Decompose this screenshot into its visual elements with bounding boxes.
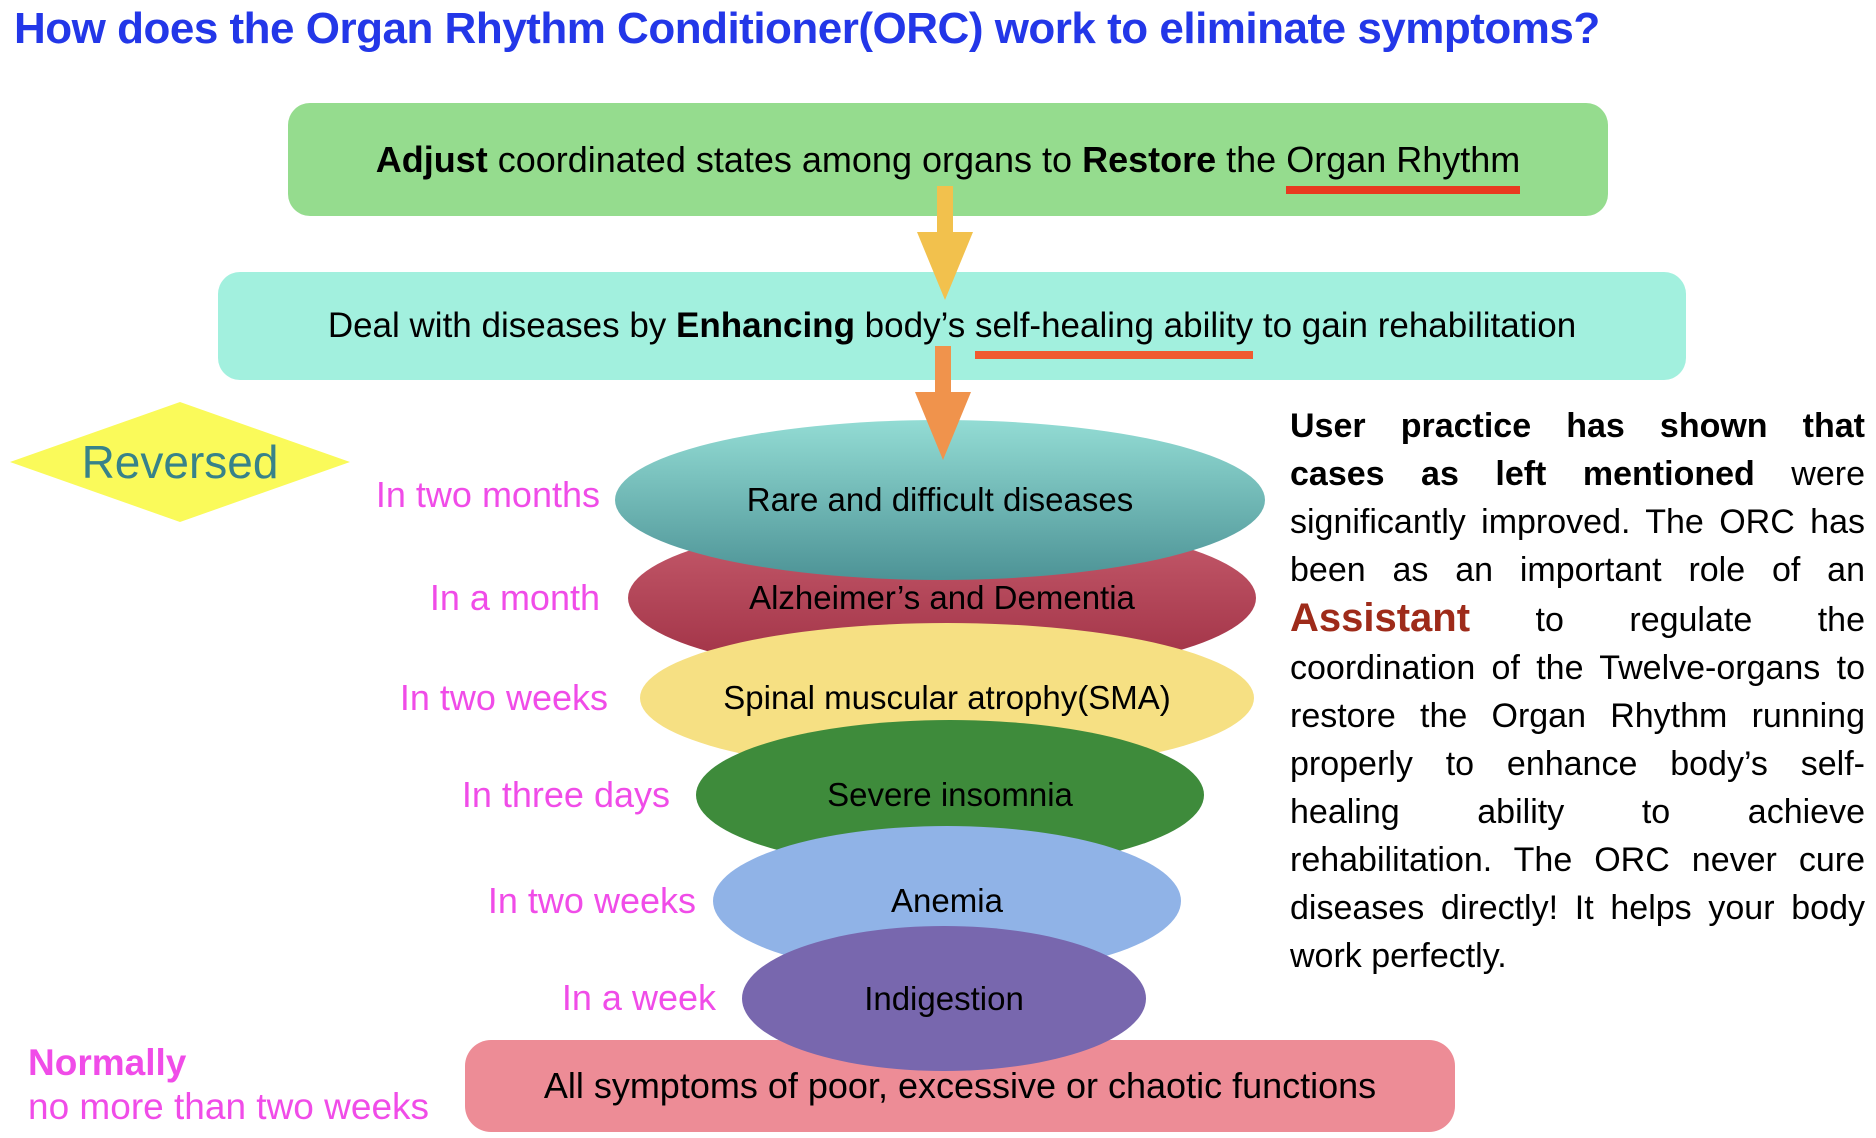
side-note-bold-intro: User practice has shown that cases as le…: [1290, 407, 1865, 493]
disease-label: Anemia: [891, 882, 1003, 919]
reversed-diamond-badge: Reversed: [10, 402, 350, 522]
enhance-text-start: Deal with diseases by: [327, 306, 677, 345]
enhance-text-end: to gain rehabilitation: [1253, 306, 1577, 345]
adjust-word: Adjust: [375, 138, 488, 180]
disease-label: Spinal muscular atrophy(SMA): [723, 679, 1171, 716]
disease-label: Indigestion: [864, 979, 1024, 1017]
side-note-text-1: were significantly improved. The ORC has…: [1290, 455, 1865, 589]
duration-label-rare-diseases: In two months: [375, 474, 600, 515]
page-title: How does the Organ Rhythm Conditioner(OR…: [14, 4, 1600, 53]
down-arrow-icon: [913, 346, 973, 460]
disease-label: Alzheimer’s and Dementia: [749, 579, 1135, 616]
down-arrow-icon: [915, 186, 975, 300]
no-more-than-two-weeks-label: no more than two weeks: [28, 1086, 430, 1127]
adjust-text-the: the: [1216, 138, 1287, 180]
duration-label-anemia: In two weeks: [487, 880, 696, 921]
adjust-restore-text: Adjust coordinated states among organs t…: [375, 138, 1521, 194]
disease-label: Rare and difficult diseases: [746, 481, 1134, 518]
funnel-ellipse-sma: Spinal muscular atrophy(SMA): [640, 623, 1254, 773]
enhancing-word: Enhancing: [676, 306, 855, 345]
side-note-text-2: to regulate the coordination of the Twel…: [1290, 601, 1865, 975]
self-healing-underlined: self-healing ability: [974, 306, 1254, 359]
assistant-highlight: Assistant: [1290, 596, 1471, 640]
organ-rhythm-underlined: Organ Rhythm: [1286, 138, 1521, 194]
duration-label-sma: In two weeks: [399, 677, 608, 718]
duration-label-alzheimers: In a month: [429, 577, 600, 618]
enhance-text: Deal with diseases by Enhancing body’s s…: [327, 306, 1577, 359]
enhance-box: Deal with diseases by Enhancing body’s s…: [218, 272, 1686, 380]
restore-word: Restore: [1082, 138, 1217, 180]
duration-label-indigestion: In a week: [561, 977, 716, 1018]
funnel-ellipse-insomnia: Severe insomnia: [696, 720, 1204, 870]
side-note-paragraph: User practice has shown that cases as le…: [1290, 402, 1865, 980]
all-symptoms-text: All symptoms of poor, excessive or chaot…: [543, 1065, 1377, 1106]
normally-label: Normally: [28, 1042, 187, 1083]
all-symptoms-box: All symptoms of poor, excessive or chaot…: [465, 1040, 1455, 1132]
funnel-ellipse-indigestion: Indigestion: [742, 926, 1146, 1071]
adjust-text-mid: coordinated states among organs to: [487, 138, 1083, 180]
reversed-label: Reversed: [81, 436, 279, 488]
enhance-text-mid: body’s: [854, 306, 975, 345]
disease-label: Severe insomnia: [827, 776, 1073, 813]
duration-label-insomnia: In three days: [461, 774, 670, 815]
